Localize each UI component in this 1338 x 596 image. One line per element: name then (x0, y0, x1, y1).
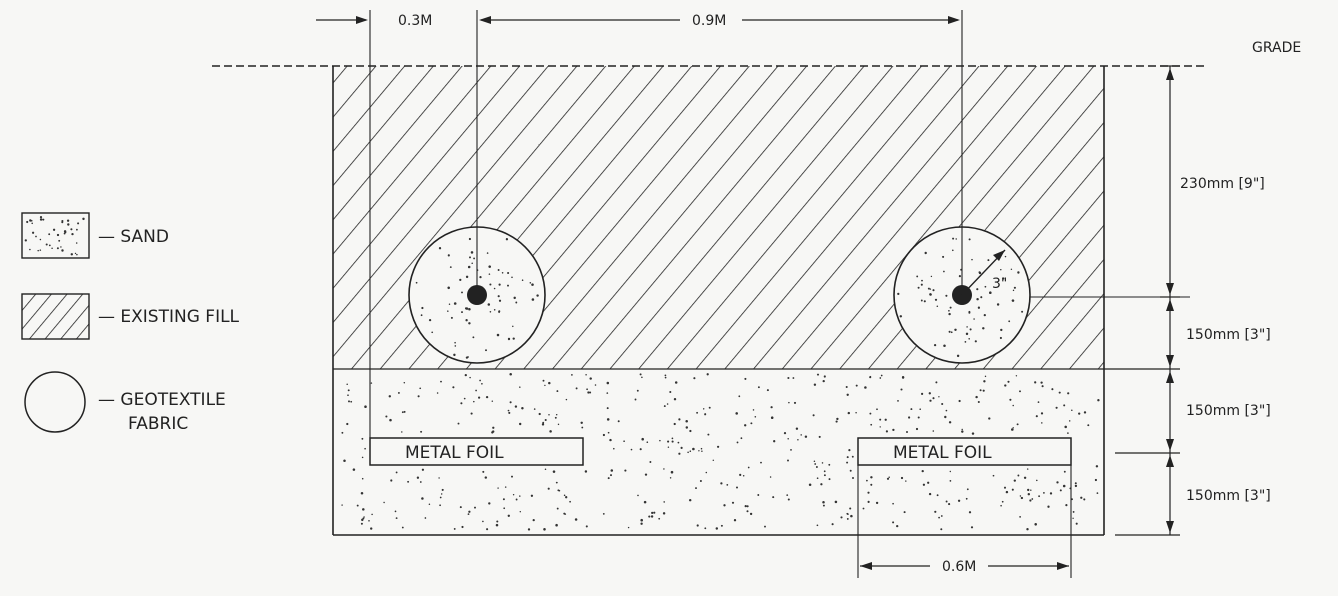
metal-foil-left (369, 437, 584, 466)
dim-0-6m-label: 0.6M (942, 559, 976, 575)
dim-0-9m-label: 0.9M (692, 13, 726, 29)
legend-sand-swatch (21, 212, 90, 259)
dim-0-6m-arrowhead-right (1057, 562, 1069, 570)
legend-sand-label: — SAND (98, 227, 169, 247)
dim-right-arrowheads (1166, 68, 1174, 533)
metal-foil-left-label: METAL FOIL (405, 443, 504, 463)
circle-sand-stipple (415, 237, 1024, 359)
dim-right-label-0: 230mm [9"] (1180, 176, 1265, 192)
dim-0-9m-arrowhead-left (479, 16, 491, 24)
legend-geotextile-swatch (24, 371, 86, 433)
legend: — SAND — EXISTING FILL — GEOTEXTILE FABR… (21, 212, 240, 434)
metal-foil-right (857, 437, 1072, 466)
dim-0-3m-arrowhead (356, 16, 368, 24)
dim-0-3m-label: 0.3M (398, 13, 432, 29)
dim-right-label-2: 150mm [3"] (1186, 403, 1271, 419)
sand-stipple (341, 373, 1100, 531)
dim-0-9m-arrowhead-right (948, 16, 960, 24)
legend-existing-fill-label: — EXISTING FILL (98, 307, 240, 327)
legend-sand-stipple (24, 216, 85, 256)
legend-existing-fill-swatch (21, 293, 90, 340)
legend-geotextile-label-line1: — GEOTEXTILE (98, 390, 226, 410)
metal-foil-right-label: METAL FOIL (893, 443, 992, 463)
radius-label: 3" (992, 276, 1007, 292)
dim-right-label-1: 150mm [3"] (1186, 327, 1271, 343)
radius-arrowhead (993, 250, 1005, 261)
dim-0-6m-arrowhead-left (860, 562, 872, 570)
dim-right-label-3: 150mm [3"] (1186, 488, 1271, 504)
legend-geotextile-label-line2: FABRIC (128, 414, 188, 434)
grade-label: GRADE (1252, 40, 1301, 56)
